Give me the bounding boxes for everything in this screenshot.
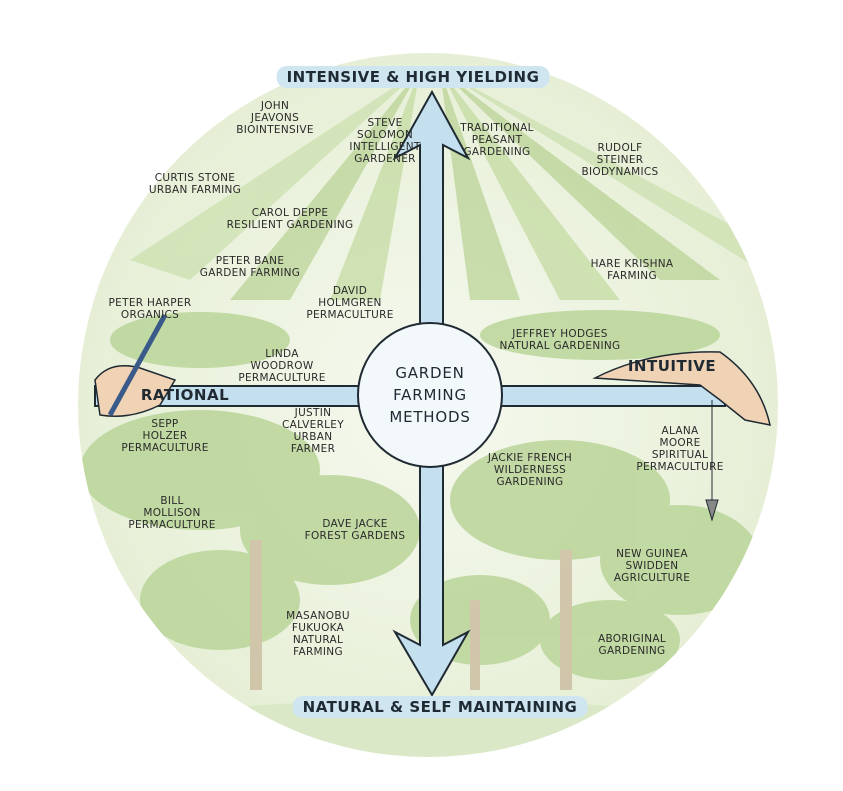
- method-label-line: BILL: [160, 495, 184, 507]
- method-label-line: JACKIE FRENCH: [487, 452, 573, 464]
- method-label-line: WILDERNESS: [493, 464, 567, 476]
- method-label-line: FOREST GARDENS: [304, 530, 406, 542]
- method-label-line: SEPP: [151, 418, 179, 430]
- center-title-line: FARMING: [393, 386, 467, 404]
- method-label-line: GARDENING: [463, 146, 531, 158]
- method-label-line: AGRICULTURE: [613, 572, 691, 584]
- method-label-line: HARE KRISHNA: [590, 258, 674, 270]
- method-label-line: PETER BANE: [215, 255, 285, 267]
- center-title-line: METHODS: [389, 408, 471, 426]
- method-label-line: PERMACULTURE: [238, 372, 326, 384]
- method-label-line: DAVID: [332, 285, 368, 297]
- method-label-line: MASANOBU: [286, 610, 350, 622]
- axis-top-label: INTENSIVE & HIGH YIELDING: [276, 66, 550, 88]
- method-label-line: FARMING: [293, 646, 343, 658]
- method-label-line: NATURAL: [292, 634, 344, 646]
- method-label-line: STEINER: [596, 154, 644, 166]
- method-label-line: CURTIS STONE: [154, 172, 236, 184]
- method-label-line: PERMACULTURE: [128, 519, 216, 531]
- method-label-line: STEVE: [367, 117, 403, 129]
- method-label-line: BIOINTENSIVE: [236, 124, 314, 136]
- method-label-line: NEW GUINEA: [616, 548, 688, 560]
- method-label-line: INTELLIGENT: [349, 141, 421, 153]
- center-title-line: GARDEN: [395, 364, 465, 382]
- method-label-line: GARDENING: [598, 645, 666, 657]
- rays: [130, 70, 760, 300]
- method-label-line: JOHN: [260, 100, 290, 112]
- axis-right-label: INTUITIVE: [627, 357, 717, 375]
- method-label-line: GARDENER: [354, 153, 416, 165]
- method-label-line: URBAN: [293, 431, 333, 443]
- center-circle: [357, 322, 503, 468]
- method-label-line: SPIRITUAL: [651, 449, 709, 461]
- method-label-line: MOLLISON: [143, 507, 201, 519]
- method-label-line: PETER HARPER: [108, 297, 192, 309]
- method-label-line: SWIDDEN: [625, 560, 679, 572]
- right-hand-with-pendulum: [592, 351, 771, 522]
- method-label-line: URBAN FARMING: [148, 184, 242, 196]
- axis-bottom-label: NATURAL & SELF MAINTAINING: [292, 696, 588, 718]
- method-label-line: GARDENING: [496, 476, 564, 488]
- method-label-line: RESILIENT GARDENING: [226, 219, 354, 231]
- method-label-line: MOORE: [659, 437, 701, 449]
- left-hand-with-pen: [94, 313, 177, 417]
- method-label-line: JEAVONS: [250, 112, 300, 124]
- method-label-line: ORGANICS: [120, 309, 180, 321]
- axis-left-label: RATIONAL: [140, 386, 230, 404]
- method-label-line: BIODYNAMICS: [581, 166, 659, 178]
- method-label-line: PERMACULTURE: [306, 309, 394, 321]
- method-label-line: ALANA: [661, 425, 699, 437]
- method-label-line: CALVERLEY: [282, 419, 344, 431]
- method-label-line: ABORIGINAL: [598, 633, 666, 645]
- method-label-line: WOODROW: [250, 360, 314, 372]
- method-label-line: PERMACULTURE: [121, 442, 209, 454]
- center-title: GARDEN FARMING METHODS: [389, 362, 470, 428]
- method-label-line: JUSTIN: [294, 407, 332, 419]
- method-label-line: CAROL DEPPE: [251, 207, 329, 219]
- method-label-line: HOLMGREN: [318, 297, 382, 309]
- method-label-line: FUKUOKA: [291, 622, 345, 634]
- method-label-line: SOLOMON: [357, 129, 413, 141]
- method-label-line: FARMING: [607, 270, 657, 282]
- method-label-line: GARDEN FARMING: [199, 267, 301, 279]
- method-label-line: LINDA: [265, 348, 299, 360]
- method-label-line: TRADITIONAL: [460, 122, 534, 134]
- method-label-line: JEFFREY HODGES: [512, 328, 608, 340]
- method-label-line: PEASANT: [471, 134, 523, 146]
- method-label-line: NATURAL GARDENING: [499, 340, 621, 352]
- method-label-line: RUDOLF: [597, 142, 643, 154]
- method-label-line: DAVE JACKE: [322, 518, 388, 530]
- method-label-line: HOLZER: [142, 430, 188, 442]
- method-label-line: FARMER: [290, 443, 336, 455]
- method-label-line: PERMACULTURE: [636, 461, 724, 473]
